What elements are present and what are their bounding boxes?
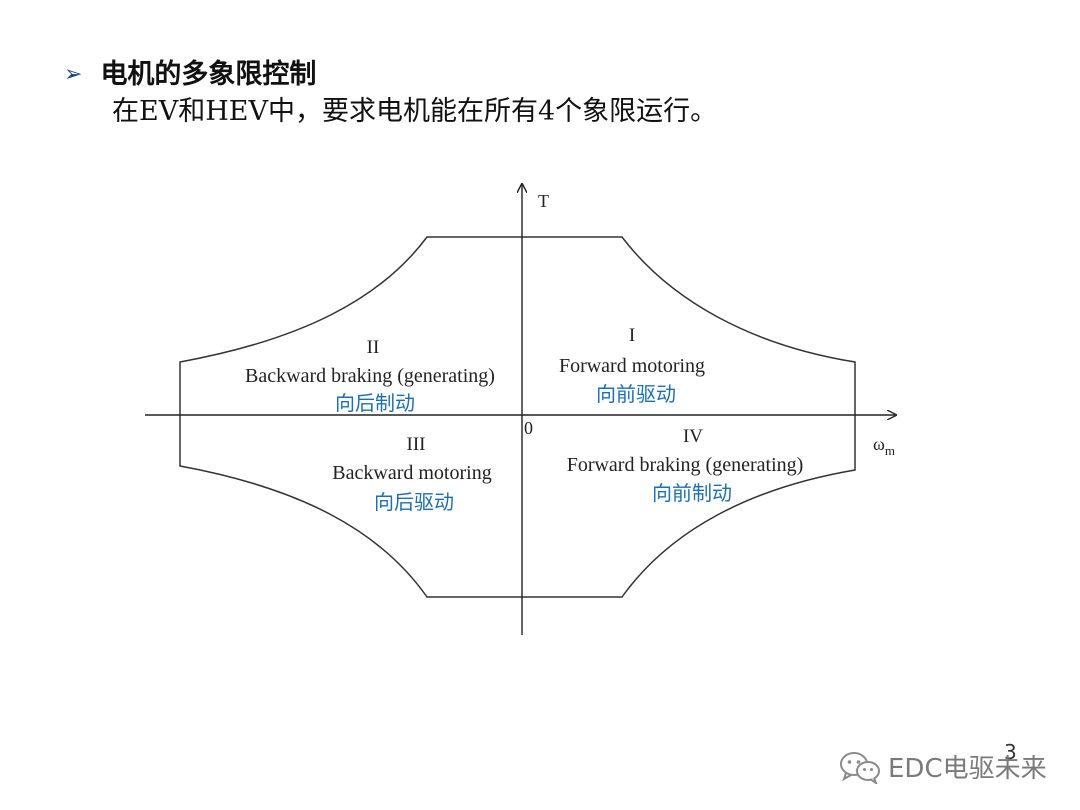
quadrant-iv-numeral: IV bbox=[683, 426, 703, 447]
quadrant-i-chinese: 向前驱动 bbox=[596, 382, 676, 406]
slide-heading: 电机的多象限控制 bbox=[100, 59, 317, 90]
arrow-bullet-icon: ➢ bbox=[64, 62, 83, 87]
bullet-row: ➢ 电机的多象限控制 bbox=[64, 58, 316, 92]
axis-x-symbol: ω bbox=[873, 434, 885, 454]
origin-label: 0 bbox=[524, 418, 533, 438]
quadrant-ii-numeral: II bbox=[367, 337, 380, 358]
axis-x-label: ωm bbox=[873, 434, 895, 458]
axis-y-label: T bbox=[538, 191, 549, 211]
page-number: 3 bbox=[1004, 740, 1017, 764]
quadrant-iii-chinese: 向后驱动 bbox=[374, 490, 454, 514]
watermark: EDC电驱未来 bbox=[838, 748, 1047, 785]
quadrant-iii-numeral: III bbox=[407, 434, 426, 455]
axis-x-subscript: m bbox=[885, 443, 895, 458]
quadrant-i-numeral: I bbox=[629, 325, 635, 346]
wechat-icon bbox=[840, 751, 880, 784]
quadrant-i-english: Forward motoring bbox=[559, 355, 705, 377]
quadrant-ii-chinese: 向后制动 bbox=[335, 391, 415, 415]
watermark-text: EDC电驱未来 bbox=[888, 754, 1047, 784]
slide-subtext: 在EV和HEV中，要求电机能在所有4个象限运行。 bbox=[112, 96, 718, 127]
quadrant-iii-english: Backward motoring bbox=[332, 462, 491, 484]
torque-speed-envelope bbox=[179, 236, 856, 598]
quadrant-ii-english: Backward braking (generating) bbox=[245, 365, 495, 387]
quadrant-iv-english: Forward braking (generating) bbox=[567, 454, 804, 476]
quadrant-iv-chinese: 向前制动 bbox=[652, 481, 732, 505]
